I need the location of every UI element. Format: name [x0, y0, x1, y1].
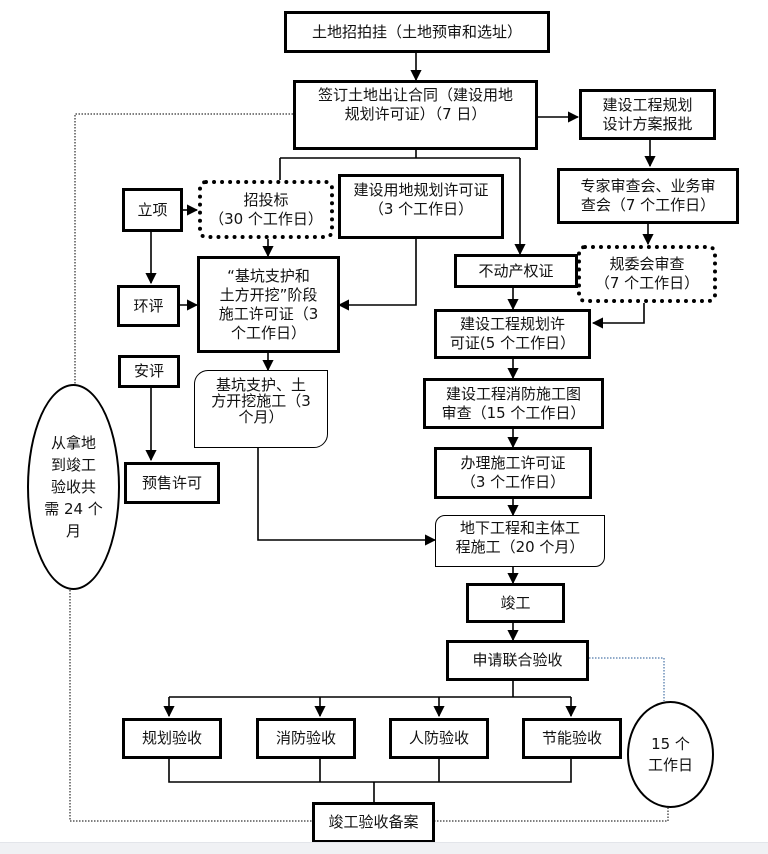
node-land-use-permit: 建设用地规划许可证 （3 个工作日）: [338, 174, 504, 239]
node-expert-review: 专家审查会、业务审 查会（7 个工作日）: [557, 168, 739, 224]
node-eng-planning-permit: 建设工程规划许 可证(5 个工作日）: [434, 309, 591, 359]
node-presale-permit: 预售许可: [124, 462, 220, 504]
dotted-line-acceptance-bottom: [434, 808, 669, 822]
node-land-contract: 签订土地出让合同（建设用地 规划许可证）（7 日）: [293, 80, 538, 150]
node-acc-energy: 节能验收: [522, 718, 622, 759]
node-safety-assessment: 安评: [118, 355, 180, 388]
node-pit-construction: 基坑支护、土 方开挖施工（3 个月）: [194, 370, 328, 448]
bottom-strip: [0, 842, 768, 854]
node-filing: 竣工验收备案: [312, 802, 435, 843]
node-project-approval: 立项: [122, 188, 183, 232]
note-total-duration: 从拿地 到竣工 验收共 需 24 个 月: [27, 384, 120, 590]
node-main-construction: 地下工程和主体工 程施工（20 个月）: [435, 515, 605, 567]
dotted-line-acceptance-top: [589, 657, 665, 701]
node-property-cert: 不动产权证: [454, 254, 578, 288]
arrow-pit-construction-to-main: [257, 447, 437, 546]
arrow-contract-to-bidding: [279, 157, 520, 180]
line-acceptance-merge: [168, 758, 572, 802]
node-completion: 竣工: [466, 583, 565, 623]
node-construction-permit: 办理施工许可证 （3 个工作日）: [434, 447, 592, 499]
node-env-assessment: 环评: [117, 285, 180, 327]
arrow-committee-to-eng-permit: [591, 302, 645, 329]
arrow-landuse-to-pit-permit: [337, 238, 417, 311]
node-land-auction: 土地招拍挂（土地预审和选址）: [284, 11, 550, 53]
note-acceptance-duration: 15 个 工作日: [627, 701, 714, 808]
node-joint-acceptance: 申请联合验收: [446, 640, 589, 681]
dotted-line-total-bottom: [69, 590, 313, 822]
dotted-line-total-top: [74, 113, 293, 385]
node-acc-planning: 规划验收: [122, 718, 222, 759]
node-acc-civil-defense: 人防验收: [389, 718, 489, 759]
node-design-approval: 建设工程规划 设计方案报批: [579, 89, 716, 140]
node-bidding: 招投标 （30 个工作日）: [198, 180, 334, 239]
node-committee-review: 规委会审查 （7 个工作日）: [577, 245, 717, 303]
node-fire-review: 建设工程消防施工图 审查（15 个工作日）: [423, 378, 604, 429]
node-pit-permit: “基坑支护和 土方开挖”阶段 施工许可证（3 个工作日）: [197, 256, 340, 353]
node-acc-fire: 消防验收: [256, 718, 356, 759]
